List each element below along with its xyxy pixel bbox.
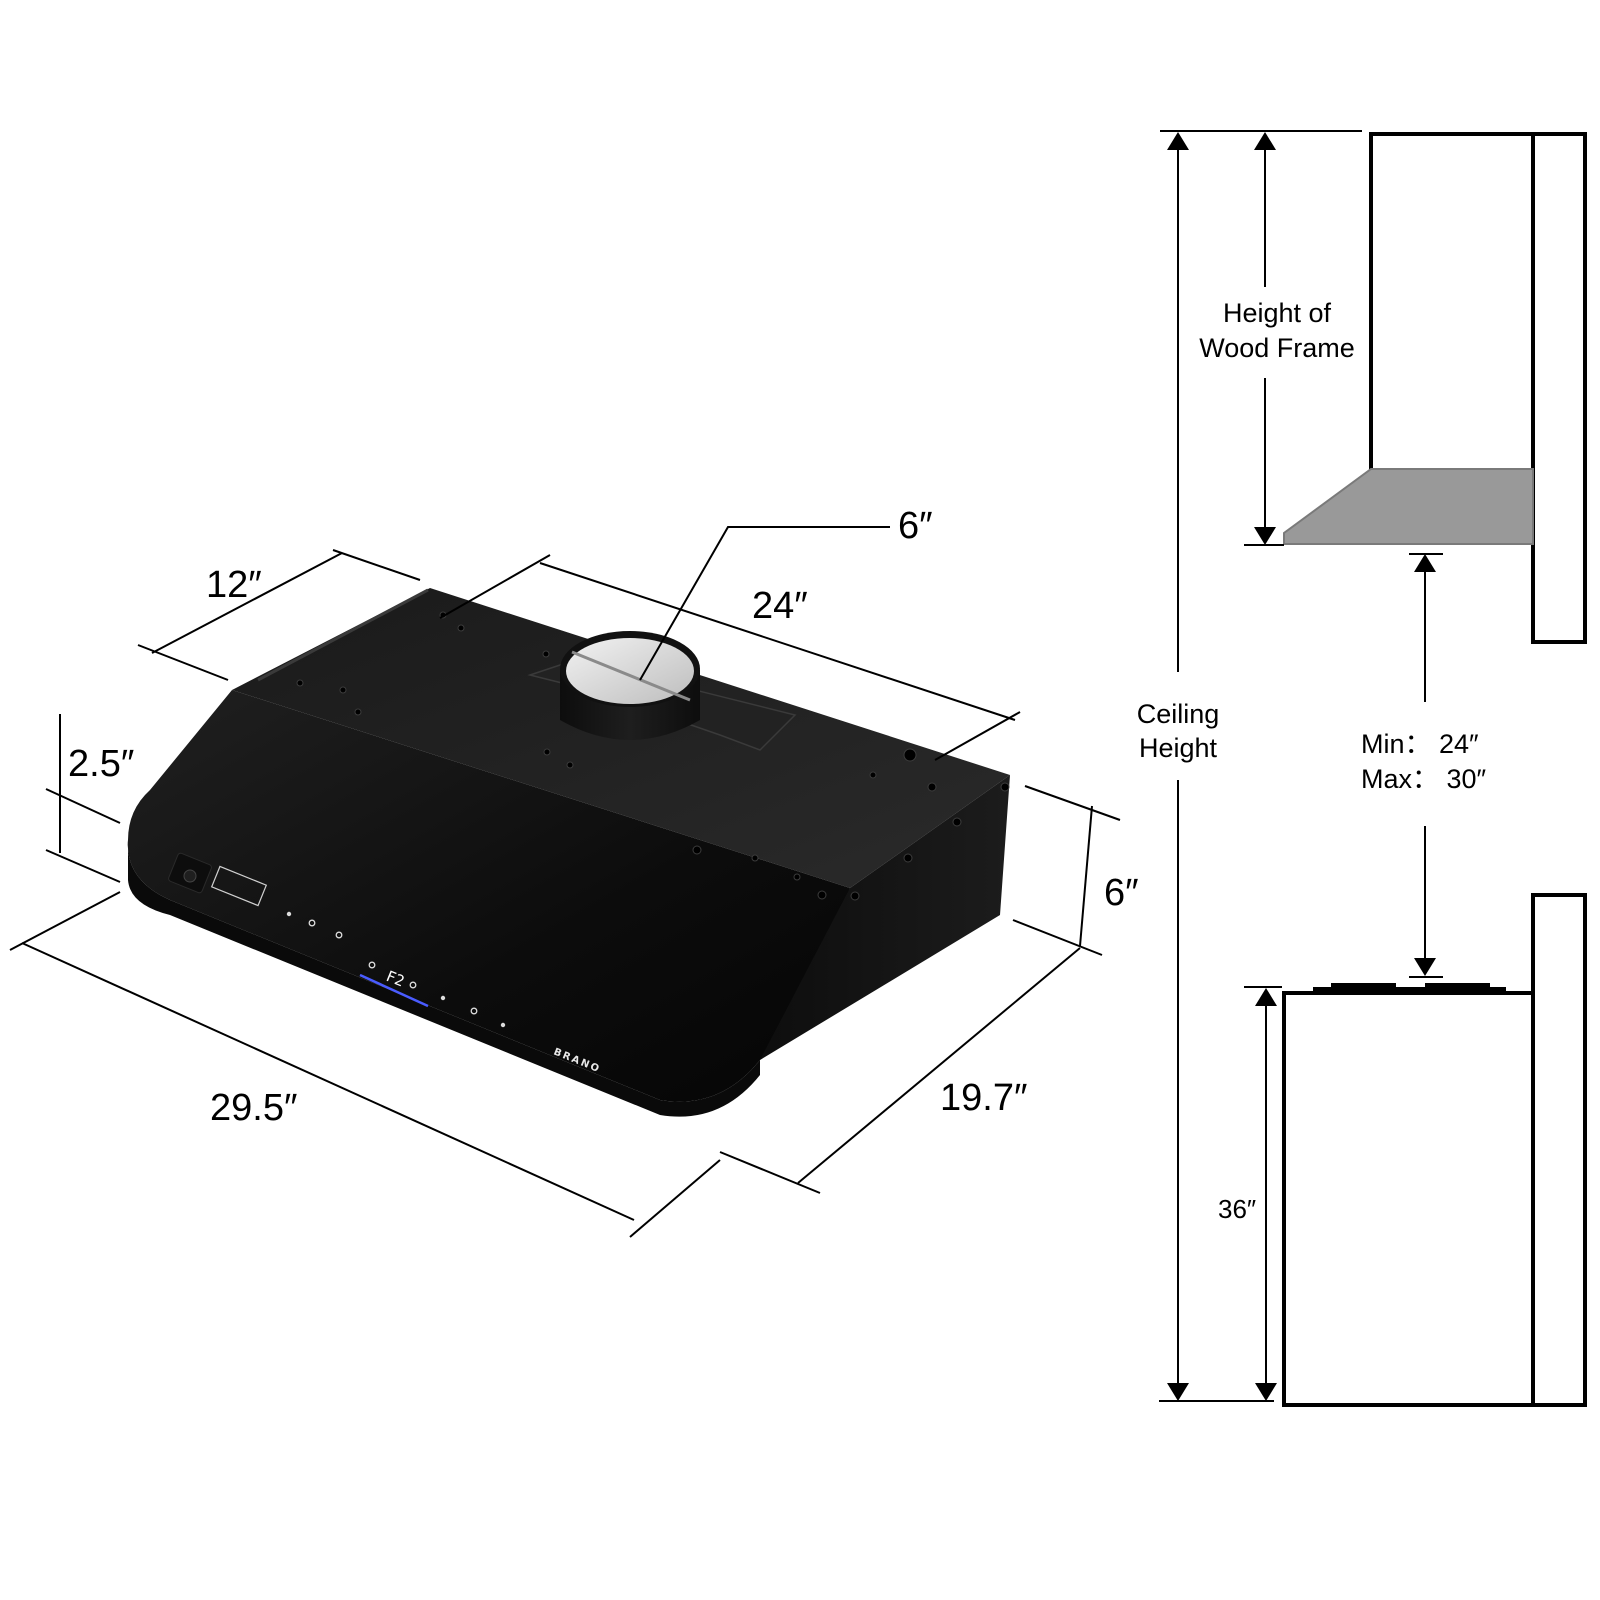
wood-frame-cabinet	[1369, 132, 1535, 473]
arrow-up-icon	[1255, 988, 1277, 1006]
ceiling-label-line2: Height	[1139, 733, 1218, 763]
product-dimension-lines	[9, 526, 1121, 1238]
fan-speed-display: F2	[384, 967, 407, 990]
certification-label	[210, 865, 268, 907]
side-height-label: 6″	[1104, 872, 1139, 914]
clearance-min-label: Min： 24″	[1361, 729, 1479, 759]
hood-profile	[1283, 468, 1534, 545]
ceiling-height-dimension	[1167, 132, 1189, 1401]
hood-front-panel	[127, 690, 850, 1102]
duct-span-label: 24″	[752, 585, 808, 627]
wall-lower	[1531, 893, 1587, 1407]
base-cabinet	[1282, 991, 1535, 1407]
touch-button-light-1[interactable]	[286, 911, 292, 917]
touch-button-plus[interactable]	[409, 981, 417, 989]
burner-grate-right	[1425, 983, 1490, 988]
touch-button-delay[interactable]	[440, 995, 446, 1001]
arrow-down-icon	[1255, 1383, 1277, 1401]
wood-frame-dimension	[1254, 132, 1276, 545]
arrow-down-icon	[1414, 958, 1436, 976]
arrow-up-icon	[1414, 554, 1436, 572]
wall-upper	[1531, 132, 1587, 644]
display-accent-light	[359, 973, 429, 1008]
counter-height-dimension	[1255, 988, 1277, 1401]
touch-button-light-2[interactable]	[500, 1022, 506, 1028]
counter-height-label: 36″	[1218, 1194, 1256, 1224]
wood-frame-label-line1: Height of	[1223, 298, 1332, 328]
depth-label: 19.7″	[940, 1077, 1027, 1119]
installation-labels: Height of Wood Frame Ceiling Height Min：…	[1137, 298, 1487, 1224]
ceiling-label-line1: Ceiling	[1137, 699, 1220, 729]
top-depth-label: 12″	[206, 564, 262, 606]
arrow-up-icon	[1254, 132, 1276, 150]
duct-diameter-label: 6″	[898, 505, 933, 547]
front-lip-height-label: 2.5″	[68, 743, 134, 785]
clearance-dimension	[1409, 553, 1443, 978]
touch-button-minus[interactable]	[368, 961, 376, 969]
touch-button-timer[interactable]	[335, 931, 343, 939]
duct-collar	[560, 631, 700, 740]
range-hood-product: F2 BRANO	[127, 588, 1010, 1117]
touch-button-power[interactable]	[308, 919, 316, 927]
burner-grate-left	[1331, 983, 1396, 988]
power-button[interactable]	[183, 869, 197, 883]
clearance-max-label: Max： 30″	[1361, 764, 1487, 794]
wood-frame-label-line2: Wood Frame	[1199, 333, 1355, 363]
arrow-up-icon	[1167, 132, 1189, 150]
product-dimension-labels: 6″ 12″ 24″ 2.5″ 6″ 29.5″ 19.7″	[68, 505, 1139, 1129]
installation-side-view	[1159, 130, 1587, 1407]
arrow-down-icon	[1254, 527, 1276, 545]
cooktop-surface	[1313, 987, 1506, 993]
width-label: 29.5″	[210, 1087, 297, 1129]
arrow-down-icon	[1167, 1383, 1189, 1401]
mounting-flange	[257, 588, 429, 682]
touch-button-fan[interactable]	[470, 1007, 478, 1015]
